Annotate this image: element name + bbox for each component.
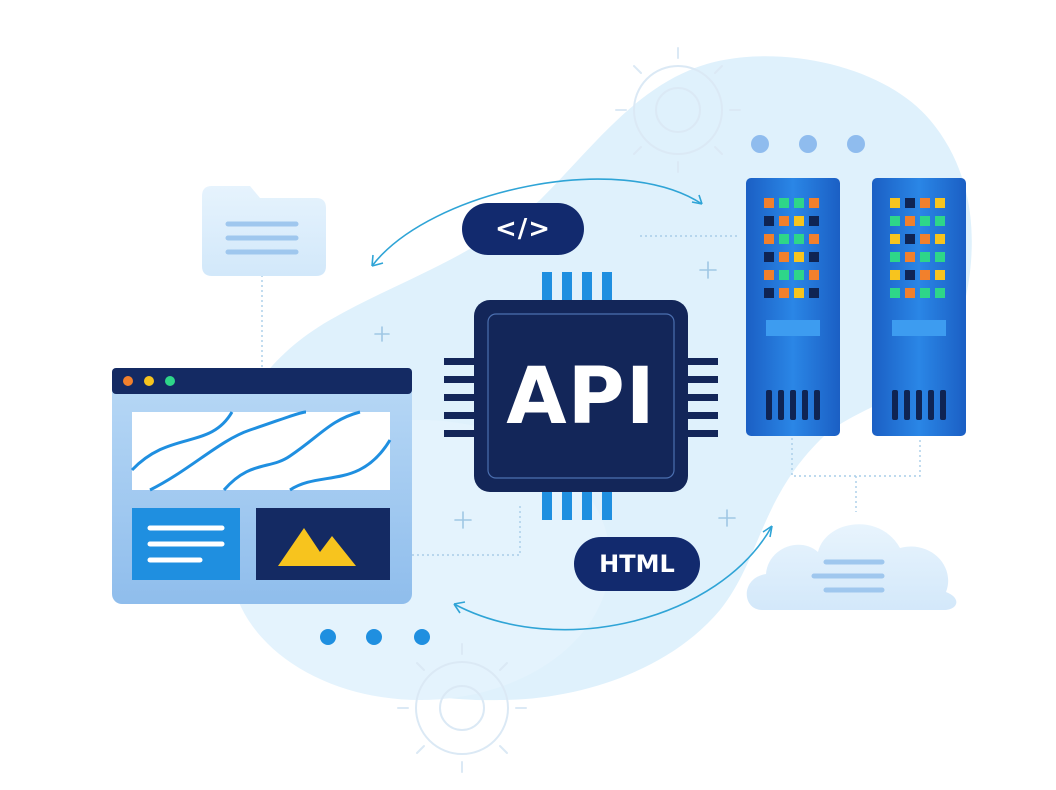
api-chip-label: API (506, 352, 656, 442)
server-led (764, 216, 774, 226)
server-led (809, 198, 819, 208)
server-led (935, 198, 945, 208)
html-badge: HTML (574, 537, 700, 591)
server-led (890, 234, 900, 244)
server-led (764, 270, 774, 280)
chip-side-pins (444, 358, 718, 437)
server-rack-icon (746, 178, 840, 436)
window-dot-green (165, 376, 175, 386)
api-chip-icon (444, 272, 718, 520)
server-led (890, 198, 900, 208)
server-led (809, 216, 819, 226)
server-led (920, 270, 930, 280)
gear-icon (397, 643, 527, 773)
server-led (809, 270, 819, 280)
server-led (764, 234, 774, 244)
connector-lines (261, 235, 921, 556)
server-led (920, 288, 930, 298)
server-led (794, 252, 804, 262)
window-dot-yellow (144, 376, 154, 386)
code-tag-icon: </> (494, 214, 552, 244)
server-led (935, 270, 945, 280)
code-tag-badge: </> (462, 203, 584, 255)
dots-bottom-left (320, 629, 430, 645)
server-led (935, 252, 945, 262)
server-led (779, 270, 789, 280)
cloud-icon (746, 524, 957, 610)
server-led (905, 198, 915, 208)
server-led (935, 234, 945, 244)
image-card (256, 508, 390, 580)
server-led (779, 252, 789, 262)
server-led (779, 288, 789, 298)
gear-icon (615, 47, 741, 173)
mountain-image-icon (278, 528, 356, 566)
server-led (764, 288, 774, 298)
map-route-lines (130, 410, 392, 492)
server-led (905, 270, 915, 280)
server-led (794, 198, 804, 208)
server-led (905, 216, 915, 226)
server-led (920, 198, 930, 208)
server-led (890, 216, 900, 226)
server-led (890, 288, 900, 298)
server-led (764, 252, 774, 262)
server-led (905, 288, 915, 298)
server-leds (890, 198, 945, 298)
server-rack-icon (872, 178, 966, 436)
server-led (779, 234, 789, 244)
sync-arrow-icon (371, 178, 703, 267)
server-led (809, 234, 819, 244)
chip-pins (542, 272, 612, 520)
server-leds (764, 198, 819, 298)
server-led (920, 252, 930, 262)
server-led (794, 288, 804, 298)
server-led (905, 234, 915, 244)
window-dot-orange (123, 376, 133, 386)
server-led (809, 288, 819, 298)
server-led (794, 216, 804, 226)
server-led (890, 252, 900, 262)
folder-icon (202, 186, 326, 276)
sync-arrow-icon (453, 525, 773, 631)
server-led (935, 216, 945, 226)
server-led (920, 234, 930, 244)
plus-marks (374, 261, 736, 529)
server-led (905, 252, 915, 262)
server-led (794, 234, 804, 244)
server-led (809, 252, 819, 262)
server-led (779, 198, 789, 208)
browser-window-icon (112, 368, 412, 604)
dots-top-right (751, 135, 865, 153)
server-led (890, 270, 900, 280)
server-led (920, 216, 930, 226)
server-led (794, 270, 804, 280)
server-led (779, 216, 789, 226)
server-led (935, 288, 945, 298)
browser-title-bar (112, 368, 412, 394)
server-led (764, 198, 774, 208)
